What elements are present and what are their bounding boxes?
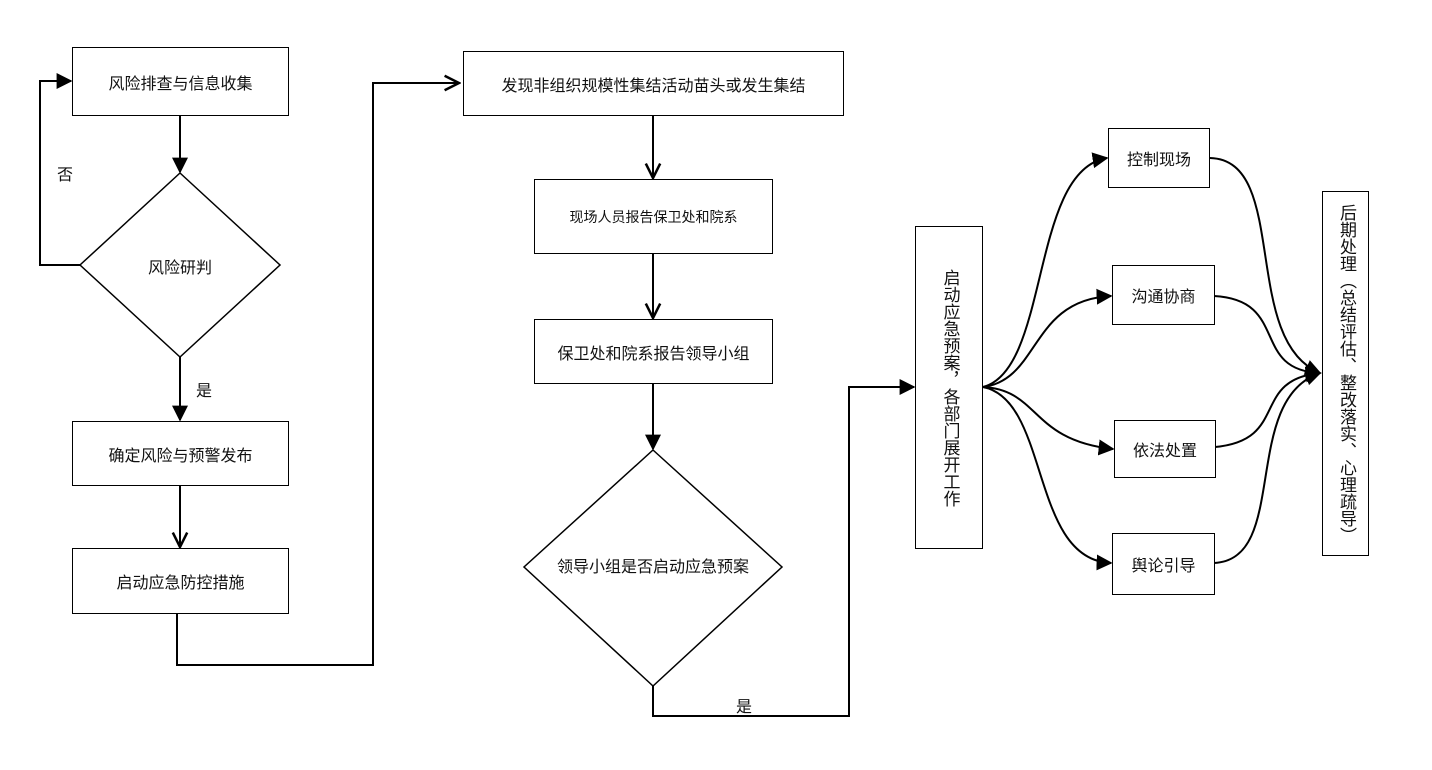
node-confirm-risk[interactable]: 确定风险与预警发布 — [72, 421, 289, 486]
node-start-measures-label: 启动应急防控措施 — [116, 573, 245, 592]
node-discover[interactable]: 发现非组织规模性集结活动苗头或发生集结 — [463, 51, 844, 116]
node-aftermath[interactable]: 后期处理（总结评估、整改落实、心理疏导） — [1322, 191, 1369, 556]
node-action-control[interactable]: 控制现场 — [1108, 128, 1210, 188]
node-onsite-report-label: 现场人员报告保卫处和院系 — [569, 209, 738, 226]
node-action-negotiate-label: 沟通协商 — [1131, 287, 1196, 306]
arrow-legal-to-after — [1214, 366, 1322, 448]
node-action-opinion-label: 舆论引导 — [1131, 556, 1196, 575]
node-confirm-risk-label: 确定风险与预警发布 — [108, 445, 253, 465]
node-start-measures[interactable]: 启动应急防控措施 — [72, 548, 289, 614]
arrow-no-loop — [39, 73, 80, 266]
no-branch-label: 否 — [57, 165, 74, 184]
node-risk-judge-label: 风险研判 — [147, 258, 213, 277]
node-risk-collect[interactable]: 风险排查与信息收集 — [72, 47, 289, 116]
node-action-control-label: 控制现场 — [1126, 150, 1191, 169]
arrow-plan-to-opinion — [982, 386, 1113, 571]
decision-leader[interactable] — [522, 448, 784, 688]
leader-yes-label: 是 — [736, 697, 753, 716]
node-leader-decision-label: 领导小组是否启动应急预案 — [556, 557, 750, 576]
yes-branch-label: 是 — [196, 381, 213, 400]
arrow-decision-to-plan — [652, 379, 916, 717]
arrow-measures-to-discover — [176, 83, 459, 666]
node-discover-label: 发现非组织规模性集结活动苗头或发生集结 — [501, 75, 806, 95]
arrow-plan-to-legal — [982, 386, 1115, 456]
node-action-legal-label: 依法处置 — [1132, 441, 1197, 460]
arrow-negotiate-to-after — [1213, 295, 1322, 381]
node-risk-collect-label: 风险排查与信息收集 — [108, 73, 253, 93]
arrow-opinion-to-after — [1213, 370, 1322, 564]
node-start-plan[interactable]: 启动应急预案，各部门展开工作 — [915, 226, 983, 549]
arrow-control-to-after — [1209, 157, 1322, 375]
node-aftermath-label: 后期处理（总结评估、整改落实、心理疏导） — [1336, 203, 1356, 544]
node-action-legal[interactable]: 依法处置 — [1114, 420, 1216, 478]
node-action-negotiate[interactable]: 沟通协商 — [1112, 265, 1215, 325]
node-start-plan-label: 启动应急预案，各部门展开工作 — [939, 268, 960, 507]
arrow-plan-to-control — [982, 152, 1109, 388]
node-dept-report-label: 保卫处和院系报告领导小组 — [557, 343, 750, 363]
node-dept-report[interactable]: 保卫处和院系报告领导小组 — [534, 319, 773, 384]
node-onsite-report[interactable]: 现场人员报告保卫处和院系 — [534, 179, 773, 254]
node-action-opinion[interactable]: 舆论引导 — [1112, 533, 1215, 595]
arrow-plan-to-negotiate — [982, 288, 1113, 388]
decision-risk-judge[interactable] — [78, 171, 282, 359]
